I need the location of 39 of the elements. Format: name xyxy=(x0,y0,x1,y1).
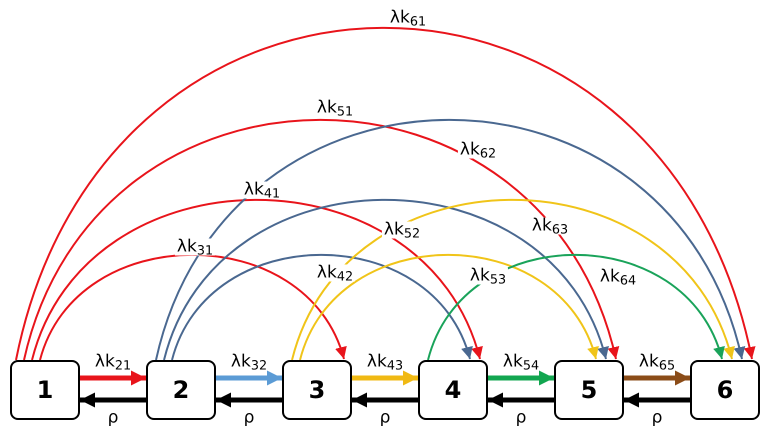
state-number: 3 xyxy=(308,375,326,406)
edge-label: λk$_{31}$ xyxy=(174,238,216,256)
edge-label: λk$_{63}$ xyxy=(530,218,570,234)
edge-label: λk$_{53}$ xyxy=(468,268,508,284)
edge-label: λk$_{64}$ xyxy=(598,268,638,286)
arrow xyxy=(299,254,598,360)
arrow xyxy=(216,370,282,386)
arrow xyxy=(352,370,418,386)
state-number: 6 xyxy=(716,375,734,406)
state-box xyxy=(554,360,624,420)
state-number: 4 xyxy=(444,375,462,406)
arrow xyxy=(31,199,482,360)
arrow xyxy=(216,392,282,408)
arrow xyxy=(488,370,554,386)
state-box xyxy=(282,360,352,420)
state-box xyxy=(146,360,216,420)
arrow xyxy=(624,392,690,408)
arrow xyxy=(488,392,554,408)
arrow xyxy=(23,119,618,360)
state-box xyxy=(10,360,80,420)
arrow xyxy=(352,392,418,408)
state-box xyxy=(418,360,488,420)
arrow xyxy=(39,254,346,360)
arrow xyxy=(291,199,734,360)
state-number: 1 xyxy=(36,375,54,406)
arrow xyxy=(15,27,754,360)
edge-label: λk$_{43}$ xyxy=(364,354,406,370)
arrow xyxy=(163,199,608,360)
arrow xyxy=(624,370,690,386)
arrow xyxy=(171,254,472,360)
arrow xyxy=(80,370,146,386)
arrow xyxy=(155,119,744,360)
state-number: 5 xyxy=(580,375,598,406)
arrow xyxy=(80,392,146,408)
edge-label: λk$_{54}$ xyxy=(500,354,542,370)
arrow xyxy=(427,254,724,360)
state-box xyxy=(690,360,760,420)
state-number: 2 xyxy=(172,375,190,406)
edge-label: λk$_{42}$ xyxy=(314,264,356,282)
